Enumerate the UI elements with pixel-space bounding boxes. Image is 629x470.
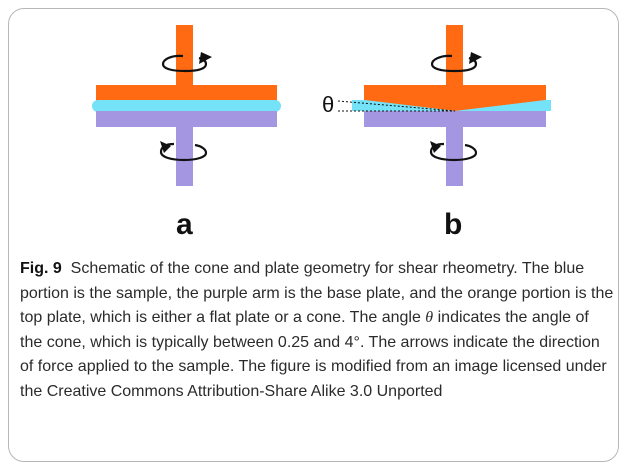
base-plate-b [364, 111, 546, 127]
caption-text-part2: indicates the angle of the cone, which i… [20, 309, 607, 400]
sample-b-wedge-right [455, 100, 551, 111]
panel-b-label: b [444, 208, 463, 241]
bottom-shaft-a [176, 126, 193, 186]
top-plate-a [96, 85, 277, 102]
rotation-arrow-icon [430, 52, 482, 73]
cone-angle-lines [337, 100, 456, 112]
panel-a-diagram [92, 25, 281, 186]
theta-angle-label: θ [322, 92, 335, 117]
figure-label: Fig. 9 [20, 260, 62, 277]
sample-b-wedge [364, 100, 455, 111]
caption-theta-symbol: θ [425, 309, 434, 326]
caption-text-part1: Schematic of the cone and plate geometry… [20, 260, 614, 326]
panel-a-label: a [176, 208, 193, 241]
cone-top-plate-b [364, 85, 546, 111]
figure-caption: Fig. 9 Schematic of the cone and plate g… [20, 257, 614, 404]
panel-b-diagram [337, 25, 551, 186]
base-plate-a [96, 111, 277, 127]
geometry-schematic [92, 25, 551, 186]
sample-a [92, 100, 281, 112]
figure-frame [8, 8, 619, 462]
bottom-shaft-b [446, 126, 463, 186]
rotation-arrow-icon [429, 141, 478, 162]
rotation-arrow-icon [159, 141, 208, 162]
rotation-arrow-icon [161, 52, 212, 73]
